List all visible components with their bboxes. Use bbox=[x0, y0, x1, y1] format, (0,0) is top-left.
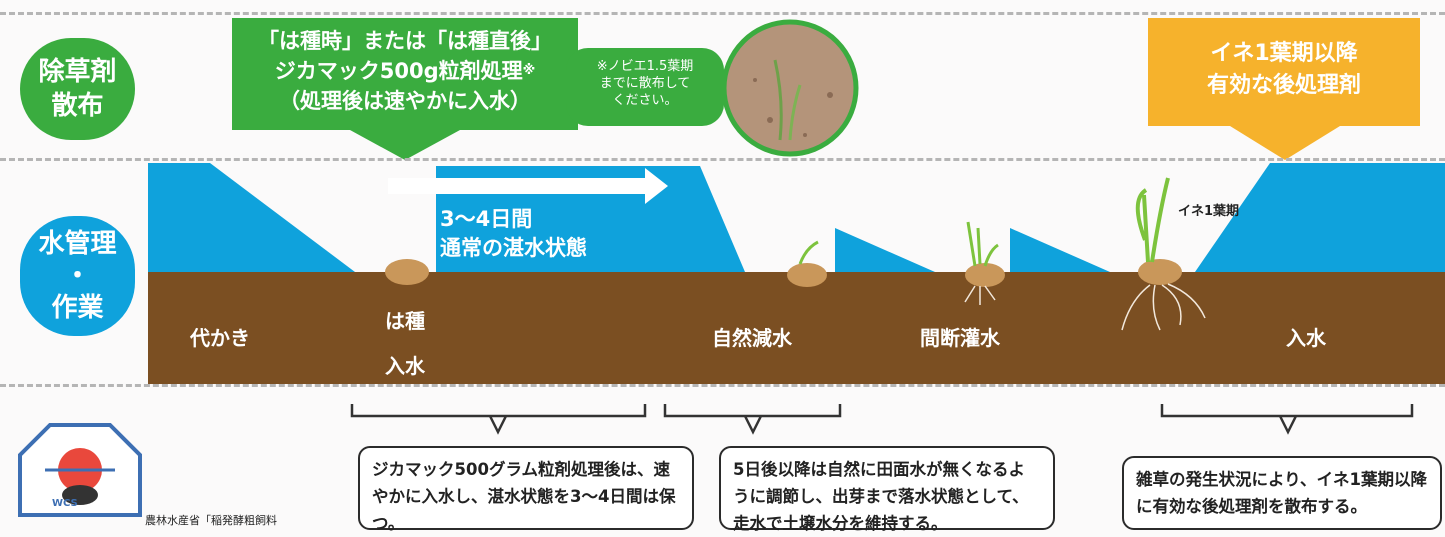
bracket-2 bbox=[663, 404, 842, 435]
herbicide-box-line2: ジカマック500g粒剤処理 bbox=[274, 59, 523, 83]
flow-text-line2: 通常の湛水状態 bbox=[440, 236, 587, 260]
water-row-label: 水管理 ・ 作業 bbox=[20, 216, 135, 336]
after-treatment-box: イネ1葉期以降 有効な後処理剤 bbox=[1148, 18, 1420, 126]
separator-top bbox=[0, 12, 1445, 15]
water-flood-right bbox=[1195, 163, 1445, 272]
seed-4 bbox=[1138, 259, 1182, 285]
seedling-photo bbox=[721, 19, 859, 157]
stage-flooding: 入水 bbox=[385, 354, 425, 378]
green-down-arrow bbox=[350, 130, 460, 160]
bracket-3 bbox=[1160, 404, 1414, 435]
seed-3 bbox=[965, 263, 1005, 287]
herbicide-box-mark: ※ bbox=[522, 63, 536, 78]
logo-caption: 農林水産省「稲発酵粗飼料 bbox=[145, 514, 277, 527]
soil-band bbox=[148, 272, 1445, 384]
stage-natural-drain: 自然減水 bbox=[712, 326, 792, 350]
stage-intermittent: 間断灌水 bbox=[920, 326, 1000, 350]
water-flood-left bbox=[148, 163, 355, 272]
stage-flood-2: 入水 bbox=[1286, 326, 1326, 350]
seed-1 bbox=[385, 259, 429, 285]
flow-text-line1: 3〜4日間 bbox=[440, 207, 533, 231]
separator-bottom bbox=[0, 384, 1445, 387]
water-intermittent-2 bbox=[1010, 228, 1110, 272]
rice-leaf-label: イネ1葉期 bbox=[1178, 204, 1240, 219]
herbicide-box-line3: （処理後は速やかに入水） bbox=[279, 89, 531, 113]
orange-down-arrow bbox=[1230, 126, 1340, 160]
callout-2: 5日後以降は自然に田面水が無くなるように調節し、出芽まで落水状態として、走水で土… bbox=[719, 446, 1055, 533]
water-intermittent-1 bbox=[835, 228, 935, 272]
note-bubble: ※ノビエ1.5葉期 までに散布して ください。 bbox=[566, 48, 724, 126]
stage-sowing: は種 bbox=[385, 309, 425, 333]
callout-1: ジカマック500グラム粒剤処理後は、速やかに入水し、湛水状態を3〜4日間は保つ。 bbox=[358, 446, 694, 533]
water-drain-slope bbox=[664, 166, 745, 272]
flow-arrow bbox=[388, 168, 668, 204]
stage-puddling: 代かき bbox=[190, 326, 250, 350]
herbicide-green-box: 「は種時」または「は種直後」 ジカマック500g粒剤処理※ （処理後は速やかに入… bbox=[232, 18, 578, 130]
herbicide-row-label: 除草剤 散布 bbox=[20, 38, 135, 140]
logo-badge-text: WCS bbox=[52, 498, 78, 509]
herbicide-box-line1: 「は種時」または「は種直後」 bbox=[258, 29, 552, 53]
callout-3: 雑草の発生状況により、イネ1葉期以降に有効な後処理剤を散布する。 bbox=[1122, 456, 1442, 530]
separator-mid bbox=[0, 158, 1445, 161]
bracket-1 bbox=[350, 404, 647, 435]
seed-2 bbox=[787, 263, 827, 287]
